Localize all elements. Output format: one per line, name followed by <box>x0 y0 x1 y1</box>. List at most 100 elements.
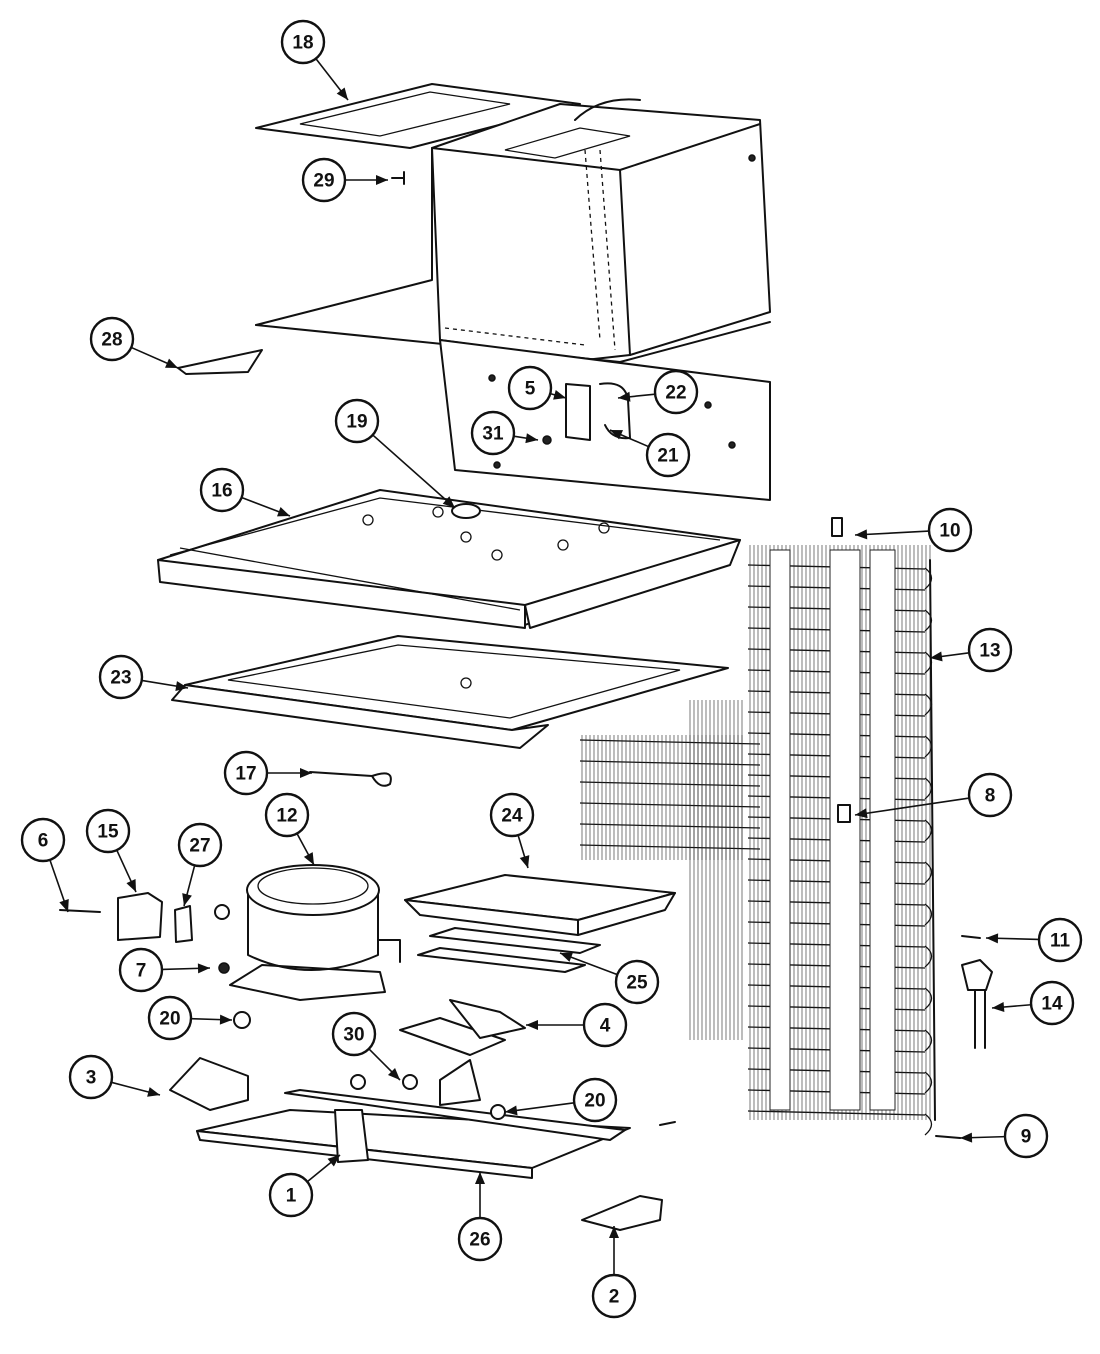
part-25-bar-1 <box>429 927 601 954</box>
arrowhead-c16 <box>277 507 290 517</box>
callout-number: 25 <box>626 973 648 994</box>
callout-number: 12 <box>276 806 297 827</box>
callout-number: 30 <box>343 1025 364 1046</box>
callout-circle <box>147 995 193 1041</box>
arrowhead-c25 <box>560 952 573 962</box>
callout-number: 20 <box>584 1091 605 1112</box>
callout-17: 17 <box>223 750 269 796</box>
arrowhead-c26 <box>475 1172 485 1184</box>
callout-number: 24 <box>501 806 523 827</box>
part-13-condenser <box>579 545 936 1136</box>
callout-23: 23 <box>98 654 144 700</box>
part-27-cap <box>214 904 230 920</box>
leader-lines <box>49 58 1040 1275</box>
callout-3: 3 <box>68 1054 114 1100</box>
callout-circle <box>489 792 535 838</box>
callout-circle <box>582 1002 628 1048</box>
callout-circle <box>1029 980 1075 1026</box>
part-27-overload <box>174 905 193 943</box>
callout-circle <box>614 959 660 1005</box>
callout-11: 11 <box>1037 917 1083 963</box>
arrowhead-c1 <box>327 1155 340 1167</box>
part-25-bar-2 <box>417 947 586 973</box>
part-29-screw <box>391 171 405 185</box>
arrowhead-c15 <box>126 879 136 892</box>
callout-20: 20 <box>572 1077 618 1123</box>
callout-27: 27 <box>177 822 223 868</box>
leader-c8 <box>854 797 970 816</box>
callout-number: 22 <box>665 383 686 404</box>
leader-c19 <box>372 434 456 509</box>
arrowhead-c20 <box>505 1105 518 1116</box>
arrowhead-c2 <box>609 1226 619 1238</box>
callout-number: 15 <box>97 822 119 843</box>
callout-circle <box>264 792 310 838</box>
callout-9: 9 <box>1003 1113 1049 1159</box>
arrowhead-c13 <box>930 651 943 662</box>
arrowhead-c5 <box>553 389 566 400</box>
callout-circle <box>1037 917 1083 963</box>
callout-6: 6 <box>20 817 66 863</box>
callout-number: 13 <box>979 641 1000 662</box>
arrowhead-c17 <box>300 768 312 778</box>
callout-29: 29 <box>301 157 347 203</box>
callout-number: 5 <box>525 379 536 400</box>
callout-number: 16 <box>211 481 232 502</box>
callout-number: 19 <box>346 412 367 433</box>
arrowhead-c6 <box>59 899 69 912</box>
part-17-tube <box>309 771 392 787</box>
callout-7: 7 <box>118 947 164 993</box>
callout-circle <box>301 157 347 203</box>
arrowhead-c20b <box>219 1014 232 1025</box>
arrowhead-c22 <box>618 391 631 402</box>
callout-13: 13 <box>967 627 1013 673</box>
callout-16: 16 <box>199 467 245 513</box>
arrowhead-c21 <box>610 430 623 440</box>
callout-4: 4 <box>582 1002 628 1048</box>
callout-circle <box>653 369 699 415</box>
callout-number: 4 <box>600 1016 611 1037</box>
callout-circle <box>89 316 135 362</box>
callout-8: 8 <box>967 772 1013 818</box>
callout-circle <box>572 1077 618 1123</box>
callout-26: 26 <box>457 1216 503 1262</box>
callout-number: 7 <box>136 961 147 982</box>
part-23-drain-tray <box>171 635 729 749</box>
part-9-clip <box>935 1135 961 1139</box>
leader-c10 <box>854 530 930 536</box>
arrowhead-c24 <box>519 855 530 868</box>
callout-15: 15 <box>85 808 131 854</box>
callout-19: 19 <box>334 398 380 444</box>
part-20-grommet-left <box>233 1011 251 1029</box>
callout-number: 26 <box>469 1230 490 1251</box>
callout-number: 2 <box>609 1287 620 1308</box>
callout-number: 10 <box>939 521 960 542</box>
callout-31: 31 <box>470 410 516 456</box>
part-11-clip <box>961 935 981 939</box>
callout-5: 5 <box>507 365 553 411</box>
callout-24: 24 <box>489 792 535 838</box>
arrowhead-c30 <box>387 1067 400 1080</box>
callout-circle <box>591 1273 637 1319</box>
callout-circle <box>68 1054 114 1100</box>
callout-circle <box>223 750 269 796</box>
callout-circle <box>507 365 553 411</box>
arrowhead-c31 <box>525 433 538 444</box>
callout-number: 23 <box>110 668 131 689</box>
callout-number: 17 <box>235 764 256 785</box>
callout-circle <box>199 467 245 513</box>
callout-number: 3 <box>86 1068 97 1089</box>
callout-circle <box>177 822 223 868</box>
arrowhead-c9 <box>960 1132 973 1143</box>
part-15-relay <box>117 892 163 941</box>
callout-circle <box>280 19 326 65</box>
callout-circle <box>268 1172 314 1218</box>
callout-circle <box>457 1216 503 1262</box>
callout-circle <box>118 947 164 993</box>
arrowhead-c19 <box>442 496 455 508</box>
callout-14: 14 <box>1029 980 1075 1026</box>
callout-circle <box>967 627 1013 673</box>
callout-circle <box>470 410 516 456</box>
